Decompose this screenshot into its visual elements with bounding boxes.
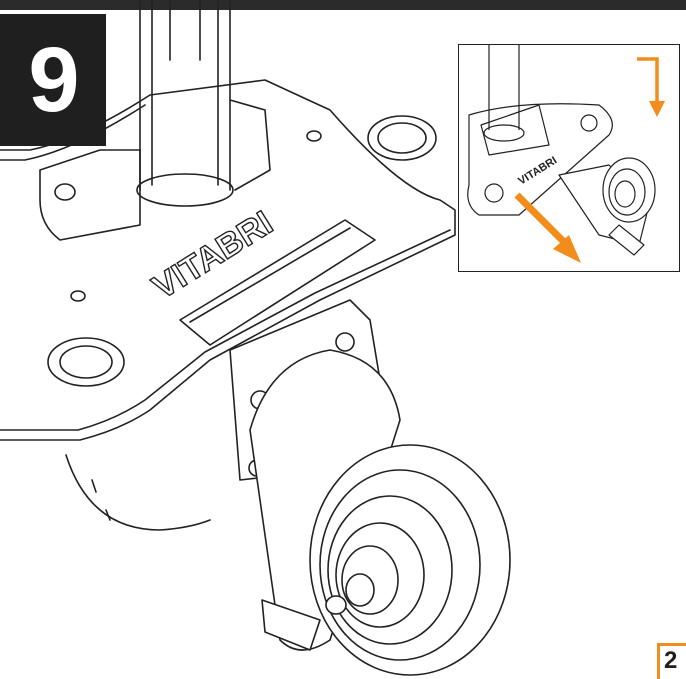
page-number: 2 (657, 643, 686, 679)
top-rule (0, 0, 686, 10)
step-badge: 9 (0, 14, 106, 146)
inset-detail-view: VITABRI (458, 44, 680, 272)
step-number: 9 (28, 29, 79, 131)
arrow-down-icon (637, 57, 665, 117)
arrow-diagonal-icon (514, 192, 581, 263)
